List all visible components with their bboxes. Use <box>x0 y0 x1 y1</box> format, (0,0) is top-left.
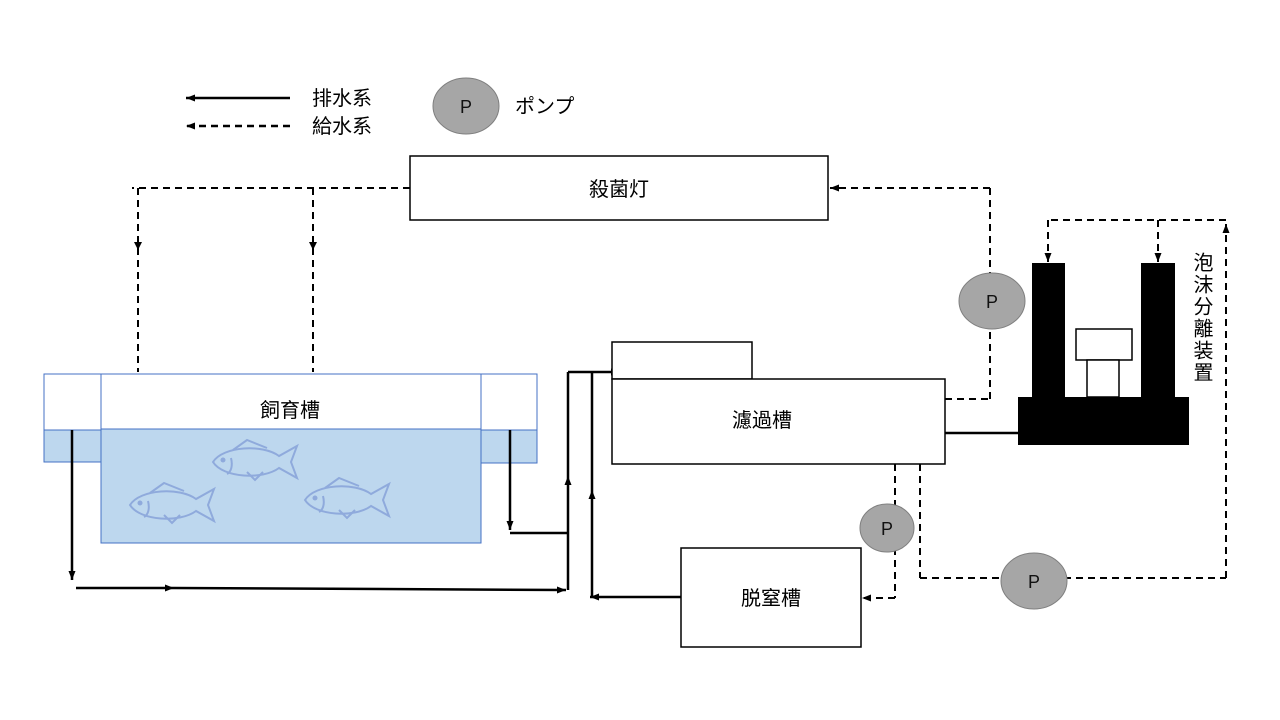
filter-tank-label: 濾過槽 <box>732 408 792 432</box>
pump-label: P <box>1028 572 1040 592</box>
legend: 排水系 給水系 P ポンプ <box>186 77 574 138</box>
supply-line-filter-to-sterilizer <box>830 184 991 400</box>
pump-label: P <box>986 292 998 312</box>
pump-label: P <box>881 519 893 539</box>
supply-line-sterilizer-to-rearing <box>132 187 410 372</box>
filter-tank-box <box>611 378 946 465</box>
legend-pump-label: ポンプ <box>515 94 574 118</box>
filter-tank-top <box>611 341 753 380</box>
legend-pump-icon <box>432 77 500 135</box>
legend-pump-symbol: P <box>460 97 472 117</box>
sterilizer-box <box>409 155 829 221</box>
legend-drain-label: 排水系 <box>312 86 372 110</box>
pump-icon-deoxygenation <box>859 503 915 553</box>
legend-supply-label: 給水系 <box>312 114 372 138</box>
drain-line-rearing-to-filter <box>68 368 620 594</box>
foam-separator-label: 泡沫分離装置 <box>1190 252 1214 384</box>
pump-icon-sterilizer <box>958 272 1026 330</box>
rearing-tank-label: 飼育槽 <box>260 398 320 422</box>
rearing-tank-water <box>100 428 482 544</box>
rearing-tank <box>43 373 538 544</box>
supply-line-filter-to-foam <box>919 219 1230 579</box>
deoxygenation-tank-label: 脱窒槽 <box>741 586 801 610</box>
arrowhead-right-drop <box>309 242 317 250</box>
sterilizer-label: 殺菌灯 <box>589 177 649 201</box>
deoxygenation-tank-box <box>680 547 862 648</box>
pump-icon-foam-separator <box>1000 552 1068 610</box>
drain-line-deoxygenation-to-filter <box>588 372 681 601</box>
arrowhead-left-drop <box>134 242 142 250</box>
foam-separator <box>1018 263 1189 445</box>
